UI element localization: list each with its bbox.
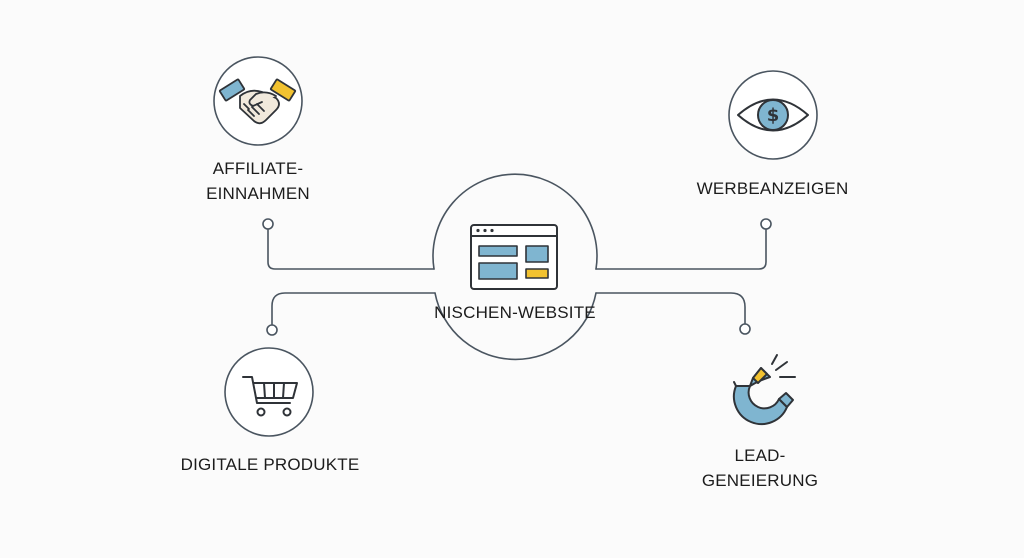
center-node-circle bbox=[432, 173, 598, 361]
browser-window-icon bbox=[470, 224, 558, 290]
connector-dot-ads bbox=[760, 218, 772, 230]
affiliate-label-line2: EINNAHMEN bbox=[206, 184, 310, 203]
shopping-cart-icon bbox=[242, 376, 298, 417]
connector-digital bbox=[271, 292, 436, 326]
digital-label: DIGITALE PRODUKTE bbox=[180, 455, 360, 474]
ads-label: WERBEANZEIGEN bbox=[696, 179, 849, 198]
connector-dot-affiliate bbox=[262, 218, 274, 230]
svg-text:$: $ bbox=[767, 105, 780, 126]
lead-label-line2: GENEIERUNG bbox=[701, 471, 819, 490]
handshake-icon bbox=[218, 78, 297, 125]
connector-dot-digital bbox=[266, 324, 278, 336]
lead-label: LEAD- GENEIERUNG bbox=[695, 443, 825, 493]
connector-lead bbox=[595, 292, 746, 325]
center-label: NISCHEN-WEBSITE bbox=[434, 303, 596, 322]
connector-affiliate bbox=[267, 229, 435, 270]
affiliate-label: AFFILIATE- EINNAHMEN bbox=[198, 156, 318, 206]
affiliate-label-line1: AFFILIATE- bbox=[212, 159, 304, 178]
eye-dollar-icon: $ bbox=[737, 98, 809, 132]
connector-dot-lead bbox=[739, 323, 751, 335]
connector-ads bbox=[595, 228, 767, 270]
lead-label-line1: LEAD- bbox=[734, 446, 786, 465]
magnet-icon bbox=[733, 354, 796, 425]
digital-icon-circle bbox=[224, 347, 314, 437]
